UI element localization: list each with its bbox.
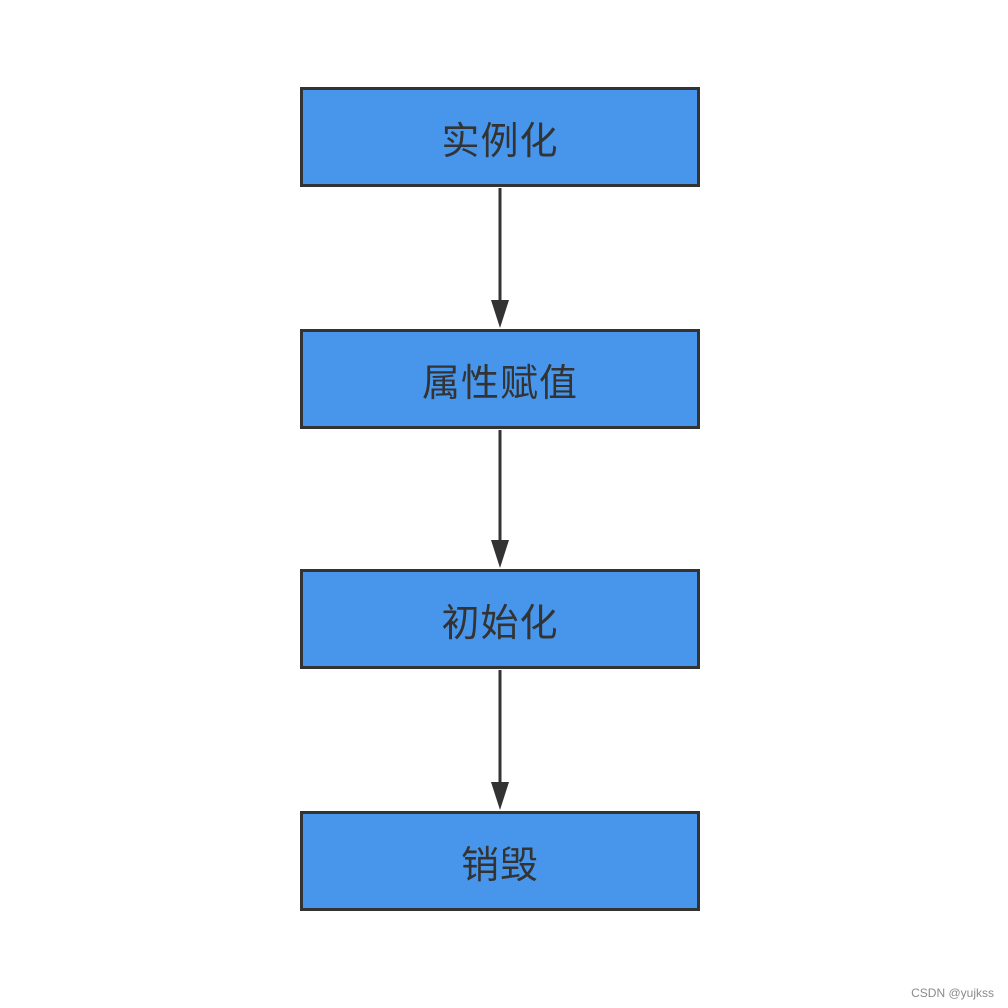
- node-instantiate: 实例化: [300, 87, 700, 187]
- node-initialize: 初始化: [300, 569, 700, 669]
- arrow-init-to-destroy: [491, 670, 509, 810]
- node-destroy: 销毁: [300, 811, 700, 911]
- arrow-instantiate-to-assign: [491, 188, 509, 328]
- node-label: 实例化: [441, 118, 559, 163]
- node-label: 销毁: [460, 842, 539, 887]
- node-label: 初始化: [441, 600, 559, 645]
- node-label: 属性赋值: [421, 360, 578, 405]
- watermark: CSDN @yujkss: [911, 986, 994, 1000]
- node-property-assign: 属性赋值: [300, 329, 700, 429]
- arrow-assign-to-init: [491, 430, 509, 568]
